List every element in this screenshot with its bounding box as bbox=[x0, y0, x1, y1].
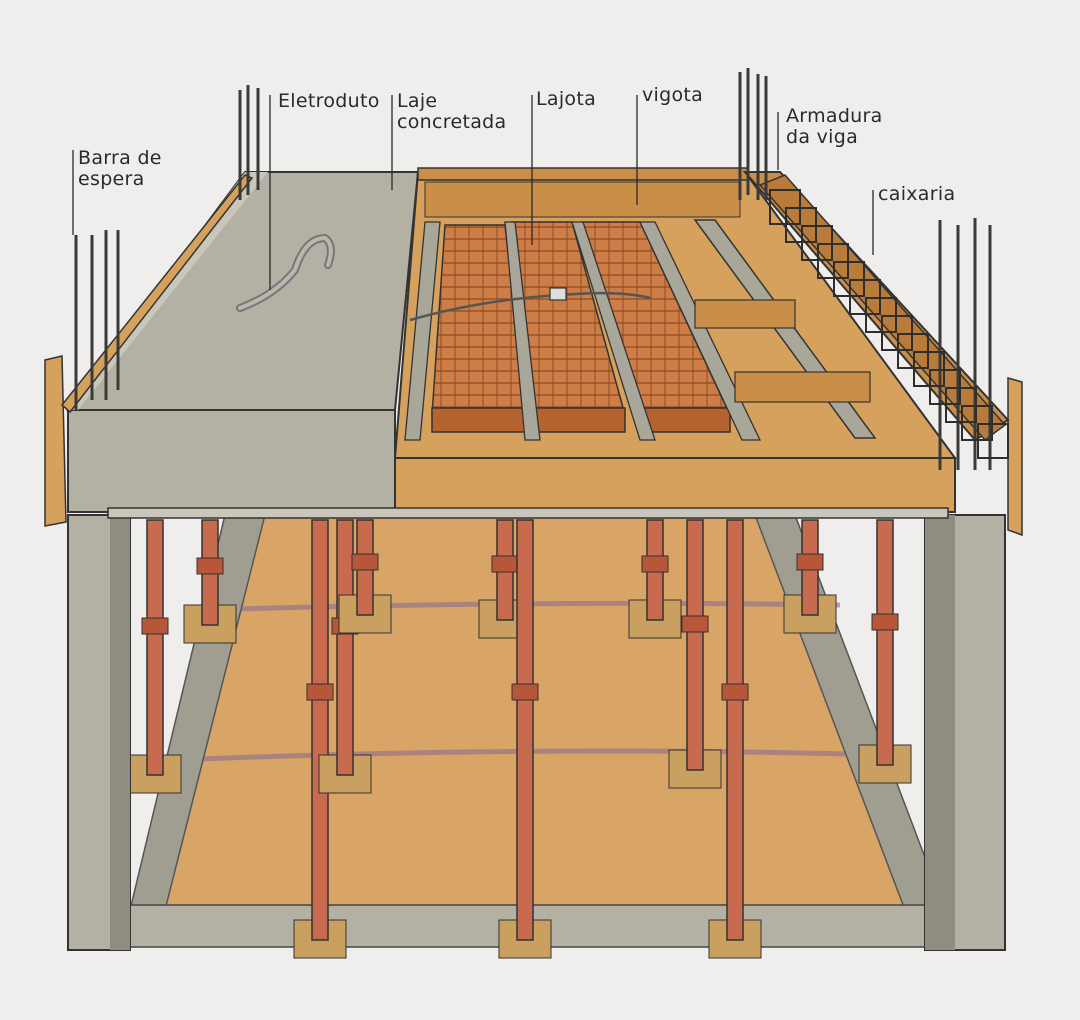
prop-post bbox=[876, 519, 894, 766]
prop-clamp bbox=[796, 553, 824, 571]
label-eletroduto: Eletroduto bbox=[278, 90, 380, 112]
slab-edge-formwork bbox=[44, 355, 1023, 537]
prop-post bbox=[146, 519, 164, 776]
label-lajota: Lajota bbox=[536, 88, 597, 110]
prop-clamp bbox=[871, 613, 899, 631]
prop-clamp bbox=[641, 555, 669, 573]
prop-clamp bbox=[141, 617, 169, 635]
prop-clamp bbox=[721, 683, 749, 701]
prop-clamp bbox=[491, 555, 519, 573]
concreted-slab bbox=[60, 171, 420, 414]
vigotas bbox=[404, 219, 877, 441]
concrete-columns bbox=[67, 514, 1006, 951]
prop-post bbox=[726, 519, 744, 941]
rebar-starter-bars bbox=[74, 68, 992, 470]
steel-props bbox=[128, 519, 912, 959]
lajota-rows bbox=[431, 221, 732, 433]
prop-post bbox=[311, 519, 329, 941]
label-armadura-da-viga: Armadura da viga bbox=[786, 105, 883, 148]
prop-post bbox=[686, 519, 704, 771]
label-caixaria: caixaria bbox=[878, 183, 956, 205]
stirrup bbox=[977, 423, 1009, 459]
prop-clamp bbox=[196, 557, 224, 575]
label-barra-de-espera: Barra de espera bbox=[78, 147, 162, 190]
label-laje-concretada: Laje concretada bbox=[397, 90, 507, 133]
leader-lines bbox=[72, 95, 874, 290]
prop-clamp bbox=[306, 683, 334, 701]
prop-clamp bbox=[511, 683, 539, 701]
prop-post bbox=[516, 519, 534, 941]
label-vigota: vigota bbox=[642, 84, 704, 106]
prop-clamp bbox=[681, 615, 709, 633]
beam-rebar-cage bbox=[769, 189, 1009, 459]
prop-clamp bbox=[351, 553, 379, 571]
prop-post bbox=[336, 519, 354, 776]
